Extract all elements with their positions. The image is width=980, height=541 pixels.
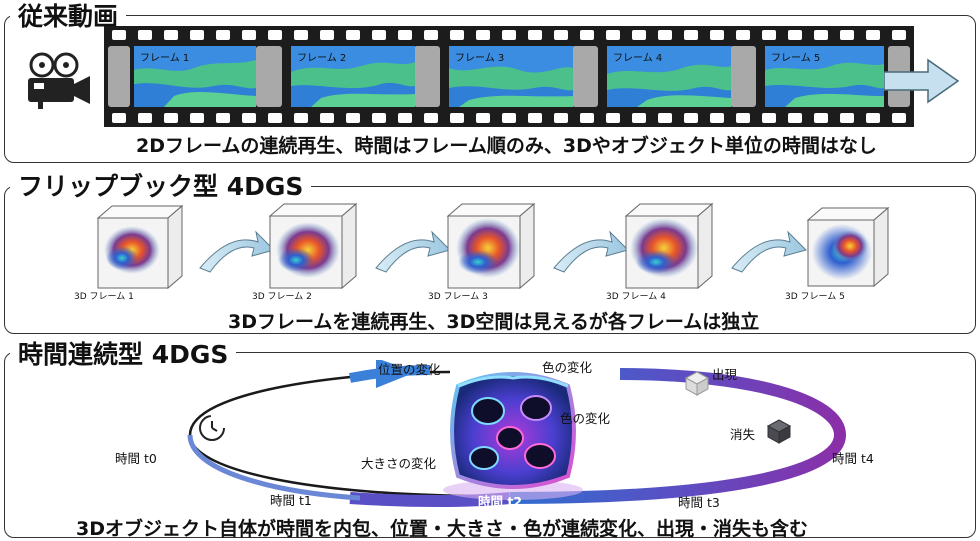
disappear-cube-icon <box>766 419 792 444</box>
cube-label-3: 3D フレーム 3 <box>428 292 488 302</box>
cube-label-2: 3D フレーム 2 <box>252 292 312 302</box>
appear-cube-icon <box>684 371 710 396</box>
traditional-video-title: 従来動画 <box>10 2 127 32</box>
video-camera-icon <box>28 52 90 109</box>
flipbook-cubes <box>96 202 890 290</box>
continuous-3d-object <box>443 372 583 500</box>
time-t1-label: 時間 t1 <box>270 493 312 508</box>
time-t2-label: 時間 t2 <box>478 494 523 509</box>
disappear-label: 消失 <box>730 427 756 442</box>
frame-label-4: フレーム 4 <box>613 53 663 64</box>
traditional-video-caption: 2Dフレームの連続再生、時間はフレーム順のみ、3Dやオブジェクト単位の時間はなし <box>136 135 877 157</box>
flipbook-title: フリップブック型 4DGS <box>10 172 312 202</box>
frame-label-5: フレーム 5 <box>771 53 821 64</box>
playback-arrow-icon <box>884 58 960 104</box>
time-t3-label: 時間 t3 <box>678 495 720 510</box>
cube-label-5: 3D フレーム 5 <box>785 292 845 302</box>
appear-label: 出現 <box>712 367 738 382</box>
color-change-right-label: 色の変化 <box>560 411 611 426</box>
film-frame-1 <box>134 46 256 107</box>
frame-label-2: フレーム 2 <box>297 53 347 64</box>
film-frame-3 <box>449 46 573 107</box>
continuous-caption: 3Dオブジェクト自体が時間を内包、位置・大きさ・色が連続変化、出現・消失も含む <box>76 518 808 540</box>
continuous-title: 時間連続型 4DGS <box>10 340 237 370</box>
film-frame-5 <box>765 46 884 107</box>
size-change-label: 大きさの変化 <box>361 456 437 471</box>
cube-label-1: 3D フレーム 1 <box>74 292 134 302</box>
film-sprocket-holes <box>108 30 910 123</box>
frame-label-3: フレーム 3 <box>455 53 505 64</box>
color-change-top-label: 色の変化 <box>542 360 593 375</box>
frame-label-1: フレーム 1 <box>140 53 190 64</box>
clock-icon <box>199 415 225 441</box>
position-change-label: 位置の変化 <box>378 362 441 377</box>
cube-label-4: 3D フレーム 4 <box>606 292 666 302</box>
time-t4-label: 時間 t4 <box>832 451 874 466</box>
time-t0-label: 時間 t0 <box>115 451 157 466</box>
film-frame-4 <box>607 46 731 107</box>
flipbook-caption: 3Dフレームを連続再生、3D空間は見えるが各フレームは独立 <box>228 311 760 333</box>
film-frame-2 <box>291 46 415 107</box>
